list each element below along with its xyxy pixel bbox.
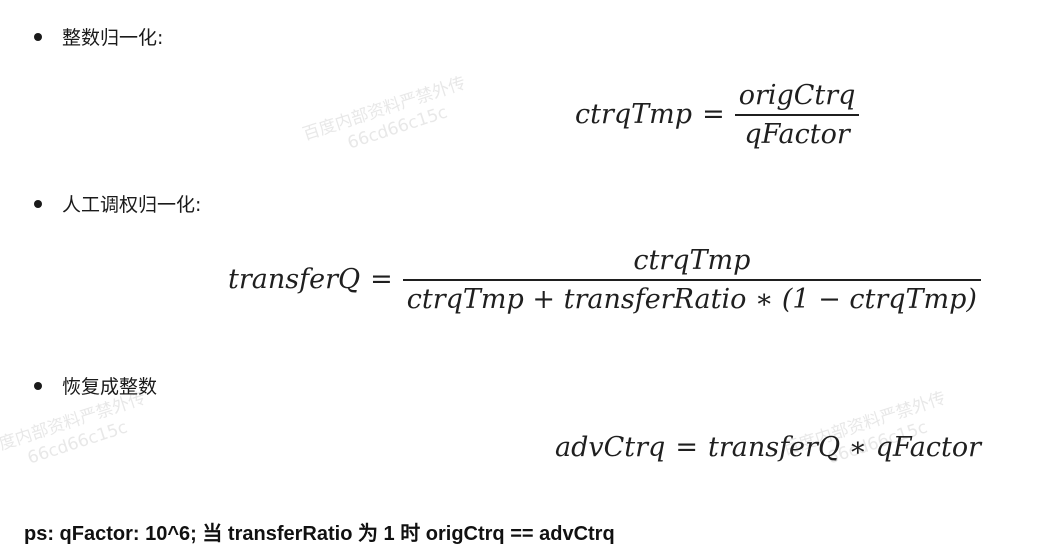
bullet-label: 人工调权归一化: — [62, 194, 202, 216]
watermark-code: 66cd66c15c — [25, 417, 130, 469]
formula-adv-ctrq: advCtrq = transferQ ∗ qFactor — [555, 432, 981, 463]
bullet-label: 整数归一化: — [62, 27, 164, 49]
bullet-label: 恢复成整数 — [62, 376, 158, 398]
fraction: ctrqTmp ctrqTmp + transferRatio ∗ (1 − c… — [402, 245, 981, 315]
fraction-bar — [734, 114, 860, 116]
watermark: 百度内部资料严禁外传 66cd66c15c — [0, 387, 155, 481]
bullet-dot-icon — [34, 32, 42, 41]
fraction-numerator: origCtrq — [738, 80, 856, 111]
formula-equals: = — [675, 432, 698, 463]
formula-lhs: ctrqTmp — [575, 99, 693, 131]
watermark: 百度内部资料严禁外传 66cd66c15c — [300, 72, 475, 166]
formula-lhs: advCtrq — [555, 432, 666, 463]
formula-lhs: transferQ — [228, 264, 361, 296]
bullet-integer-normalization: 整数归一化: — [34, 23, 163, 50]
watermark-code: 66cd66c15c — [345, 102, 450, 154]
formula-equals: = — [370, 264, 393, 296]
bullet-dot-icon — [34, 381, 42, 390]
fraction-denominator: ctrqTmp + transferRatio ∗ (1 − ctrqTmp) — [406, 283, 977, 315]
formula-rhs: transferQ ∗ qFactor — [707, 432, 982, 463]
bullet-dot-icon — [34, 199, 42, 208]
formula-transfer-q: transferQ = ctrqTmp ctrqTmp + transferRa… — [228, 245, 981, 315]
formula-equals: = — [702, 99, 725, 131]
fraction: origCtrq qFactor — [734, 80, 860, 150]
bullet-manual-weight-normalization: 人工调权归一化: — [34, 190, 201, 217]
watermark-text: 百度内部资料严禁外传 — [300, 73, 469, 145]
fraction-denominator: qFactor — [744, 118, 850, 150]
footnote: ps: qFactor: 10^6; 当 transferRatio 为 1 时… — [24, 523, 615, 545]
fraction-bar — [402, 279, 981, 281]
formula-ctrq-tmp: ctrqTmp = origCtrq qFactor — [575, 80, 860, 150]
watermark-text: 百度内部资料严禁外传 — [0, 388, 149, 460]
bullet-restore-integer: 恢复成整数 — [34, 372, 157, 399]
fraction-numerator: ctrqTmp — [633, 245, 751, 276]
